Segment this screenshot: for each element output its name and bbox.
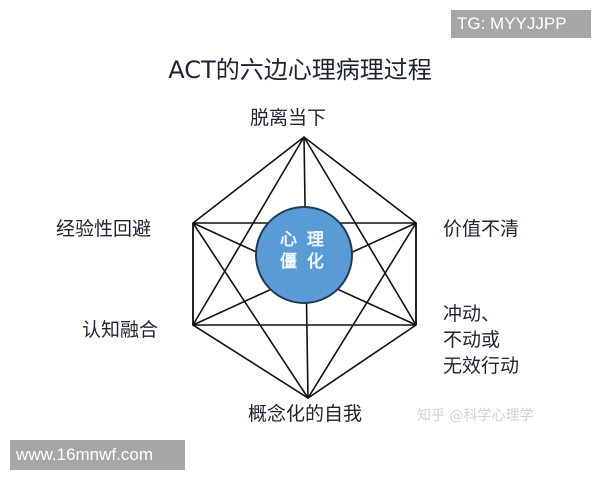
diagram-title: ACT的六边心理病理过程 <box>168 56 432 84</box>
node-label-lower-left: 认知融合 <box>82 319 159 341</box>
node-label-upper-left: 经验性回避 <box>56 218 152 240</box>
watermark-top-right: TG: MYYJJPP <box>451 10 591 38</box>
node-label-lower-right: 冲动、 不动或 无效行动 <box>443 301 519 379</box>
node-label-bottom: 概念化的自我 <box>248 403 363 425</box>
center-circle <box>255 206 353 304</box>
center-label-line1: 心 理 <box>280 230 326 250</box>
node-label-lower-right-line1: 冲动、 <box>443 303 501 325</box>
node-label-lower-right-line2: 不动或 <box>443 329 501 351</box>
watermark-bottom-left: www.16mnwf.com <box>10 440 185 470</box>
node-label-top: 脱离当下 <box>250 107 327 129</box>
node-label-lower-right-line3: 无效行动 <box>443 355 520 377</box>
node-label-upper-right: 价值不清 <box>443 218 520 240</box>
center-label-line2: 僵 化 <box>280 252 326 272</box>
source-watermark: 知乎 @科学心理学 <box>417 408 534 424</box>
